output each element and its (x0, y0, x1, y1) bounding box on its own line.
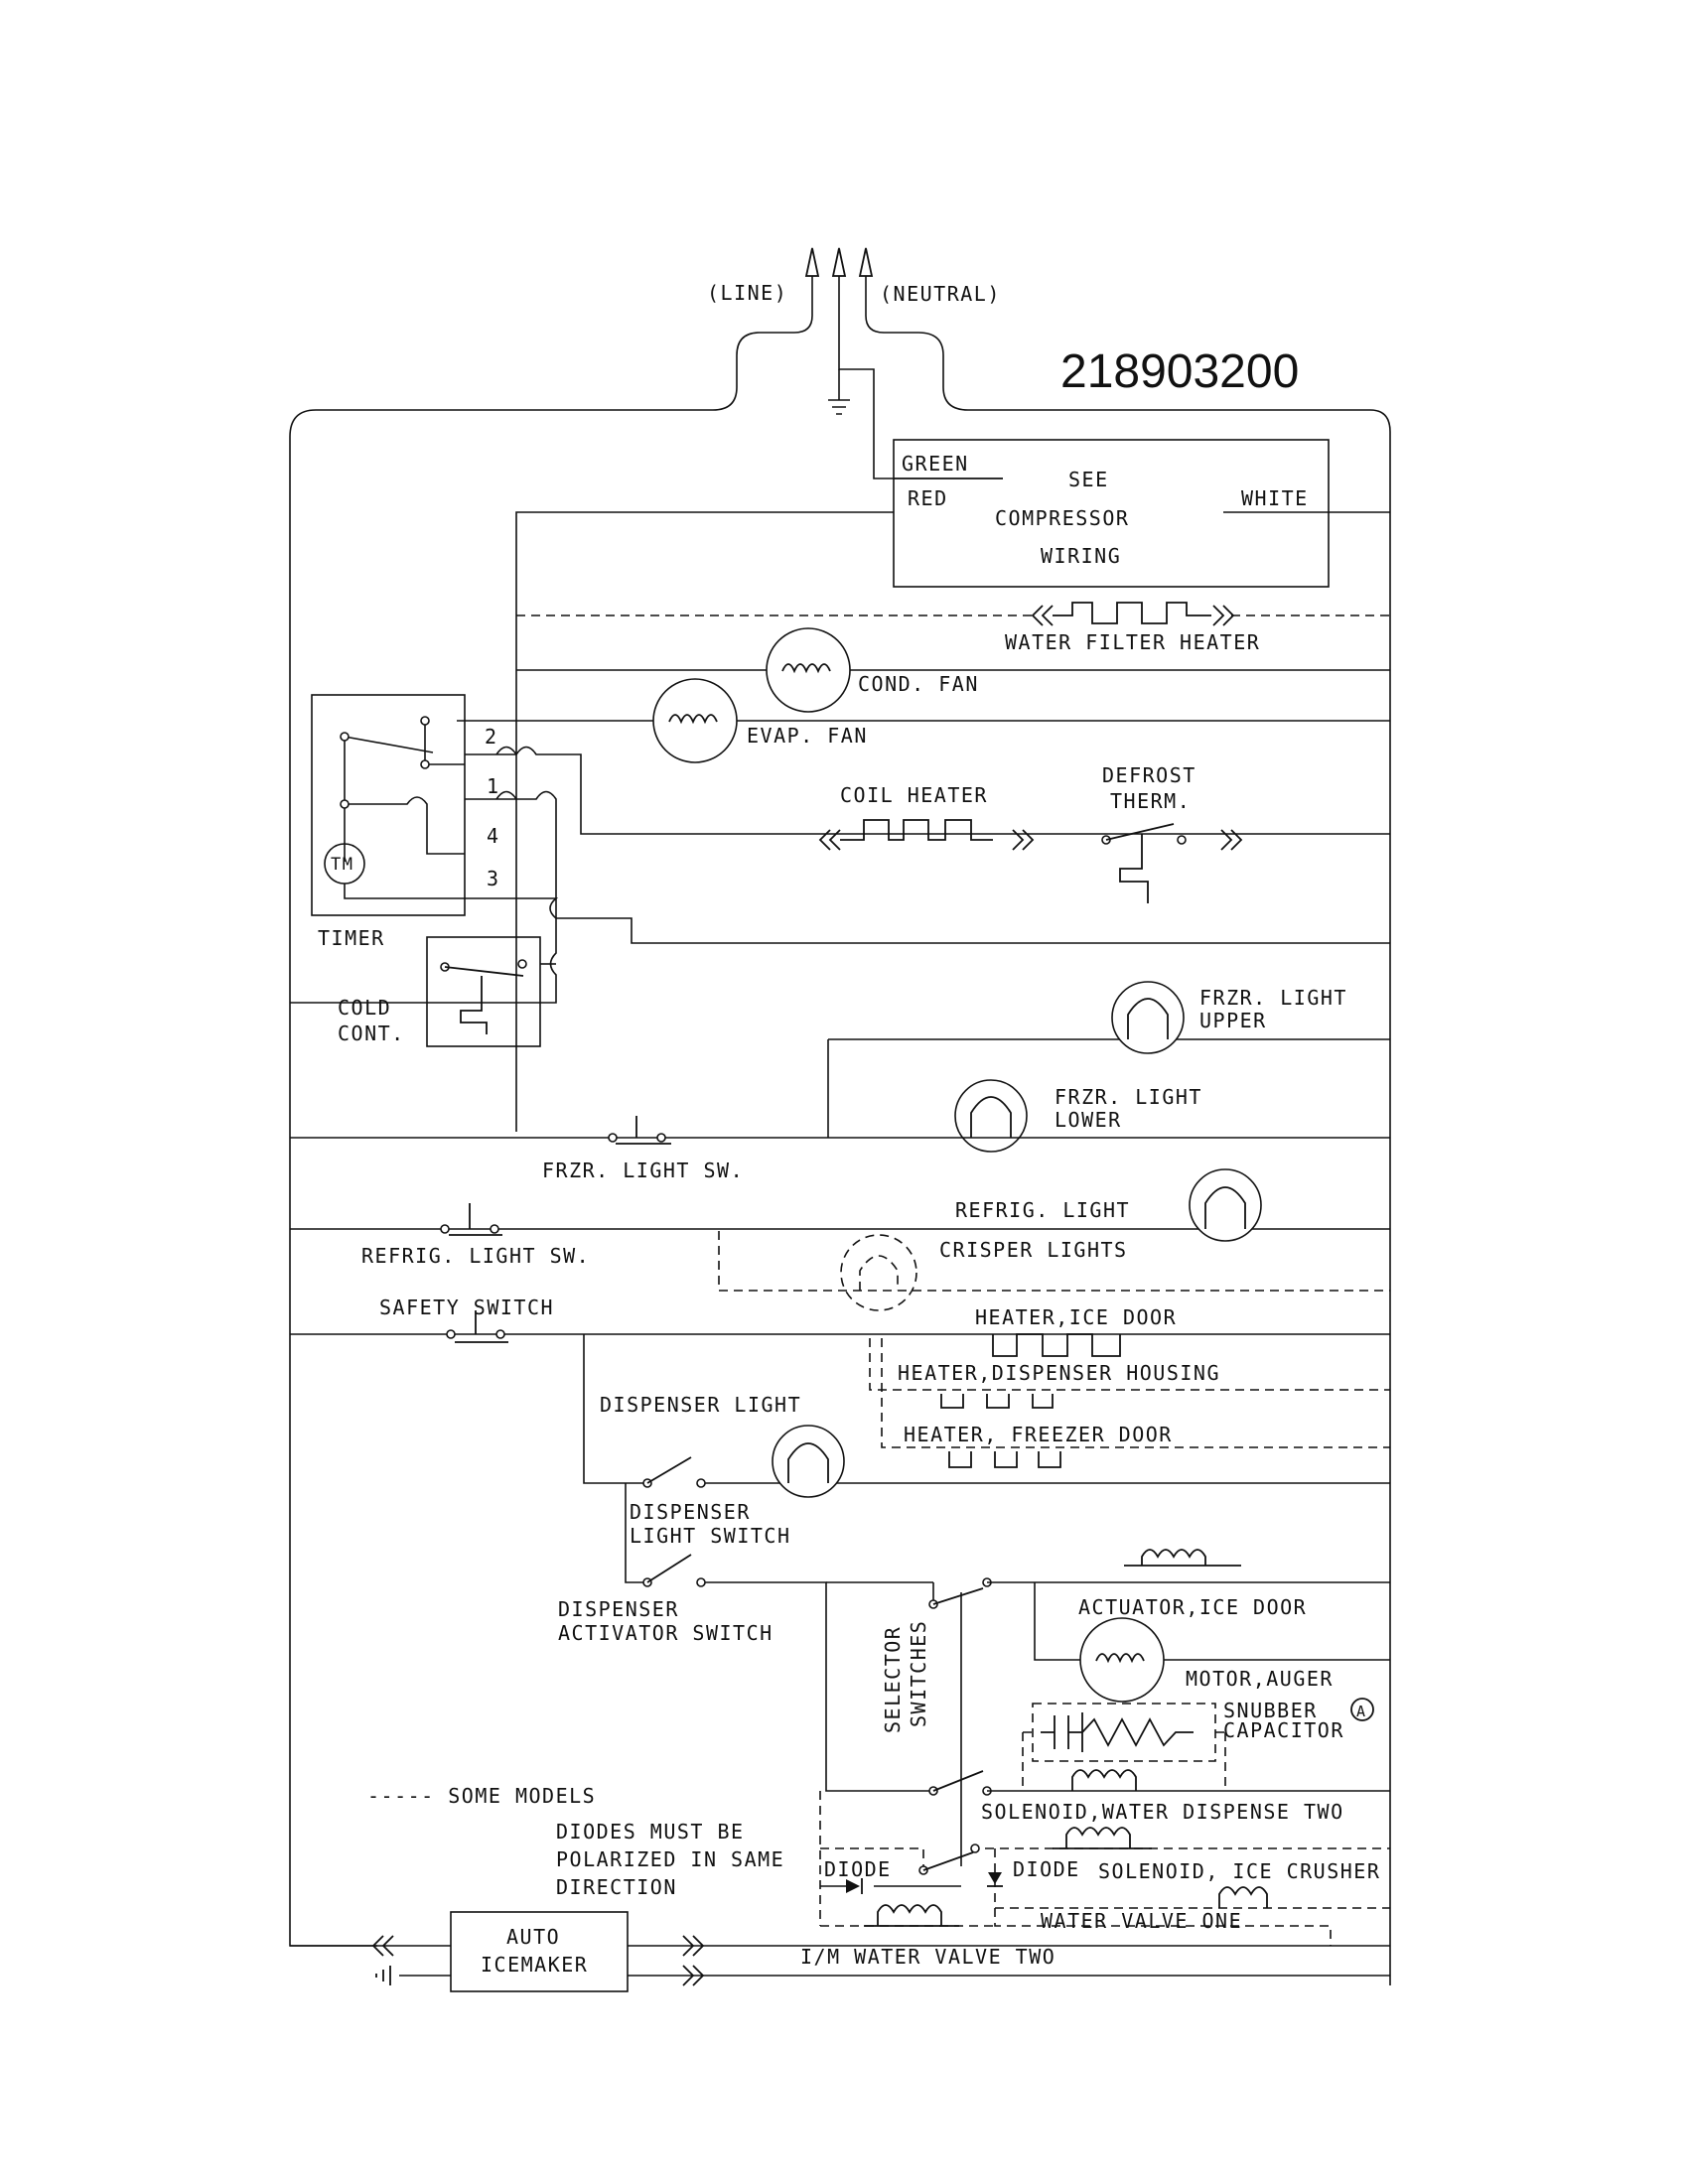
crisper-lights-label: CRISPER LIGHTS (939, 1238, 1128, 1262)
evap-fan-label: EVAP. FAN (747, 724, 868, 748)
snubber-label-1: SNUBBER (1223, 1699, 1318, 1722)
dispenser-activator-label-2: ACTIVATOR SWITCH (558, 1621, 774, 1645)
frzr-light-switch (290, 1116, 1390, 1145)
im-water-valve-two-label: I/M WATER VALVE TWO (800, 1945, 1055, 1969)
frzr-light-lower-label-1: FRZR. LIGHT (1055, 1085, 1202, 1109)
actuator-ice-door-label: ACTUATOR,ICE DOOR (1078, 1595, 1307, 1619)
timer-motor-label: TM (331, 855, 353, 875)
frzr-light-sw-label: FRZR. LIGHT SW. (542, 1159, 744, 1182)
solenoid-two-label: SOLENOID,WATER DISPENSE TWO (981, 1800, 1344, 1824)
diodes-note-1: DIODES MUST BE (556, 1820, 745, 1843)
some-models-note: ----- SOME MODELS (367, 1784, 596, 1808)
heater-dispenser-housing (869, 1338, 1390, 1409)
cond-fan (516, 627, 1390, 713)
dispenser-light (583, 1334, 1390, 1498)
safety-switch (290, 1310, 1390, 1343)
defrost-therm (1101, 823, 1243, 903)
timer-label: TIMER (318, 926, 385, 950)
diodes-note-2: POLARIZED IN SAME (556, 1847, 784, 1871)
snubber-mark: A (1356, 1703, 1365, 1720)
safety-switch-label: SAFETY SWITCH (379, 1296, 554, 1319)
coil-heater-label: COIL HEATER (840, 783, 988, 807)
defrost-therm-label-2: THERM. (1110, 789, 1191, 813)
heater-ice-door-label: HEATER,ICE DOOR (975, 1305, 1177, 1329)
refrig-light (290, 1168, 1390, 1242)
actuator-ice-door (1124, 1549, 1241, 1567)
compressor-red-label: RED (908, 486, 948, 510)
dispenser-activator-label-1: DISPENSER (558, 1597, 679, 1621)
water-filter-heater (516, 602, 1390, 626)
diode-right-label: DIODE (1013, 1857, 1080, 1881)
cold-cont-label-1: COLD (338, 996, 391, 1020)
defrost-therm-label-1: DEFROST (1102, 763, 1196, 787)
compressor-compressor-label: COMPRESSOR (995, 506, 1129, 530)
crisper-lights (718, 1231, 1390, 1311)
compressor-white-label: WHITE (1241, 486, 1309, 510)
selector-switches-label-2: SWITCHES (907, 1620, 930, 1727)
timer-terminal-3: 3 (487, 867, 500, 890)
timer (290, 694, 1390, 1004)
auto-icemaker-label-1: AUTO (506, 1925, 560, 1949)
auto-icemaker-label-2: ICEMAKER (481, 1953, 588, 1977)
compressor-see-label: SEE (1068, 468, 1109, 491)
refrig-light-label: REFRIG. LIGHT (955, 1198, 1130, 1222)
part-number: 218903200 (1060, 345, 1299, 398)
compressor-green-label: GREEN (902, 452, 969, 476)
motor-auger-label: MOTOR,AUGER (1186, 1667, 1334, 1691)
frzr-light-lower-label-2: LOWER (1055, 1108, 1122, 1132)
dispenser-light-switch-label-2: LIGHT SWITCH (630, 1524, 791, 1548)
heater-dispenser-housing-label: HEATER,DISPENSER HOUSING (898, 1361, 1220, 1385)
dispenser-activator-switch (625, 1483, 933, 1792)
diode-left-label: DIODE (824, 1857, 892, 1881)
diode-section (819, 1791, 1390, 1946)
motor-auger (1034, 1582, 1390, 1703)
selector-switches-label-1: SELECTOR (881, 1626, 905, 1733)
coil-heater (818, 819, 1035, 851)
cond-fan-label: COND. FAN (858, 672, 979, 696)
frzr-light-upper (828, 981, 1390, 1054)
dispenser-light-label: DISPENSER LIGHT (600, 1393, 801, 1417)
water-filter-heater-label: WATER FILTER HEATER (1005, 630, 1260, 654)
cold-cont-label-2: CONT. (338, 1022, 405, 1045)
compressor-wiring-label: WIRING (1041, 544, 1121, 568)
solenoid-ice-crusher-label: SOLENOID, ICE CRUSHER (1098, 1859, 1380, 1883)
auto-icemaker (290, 1911, 1390, 1992)
heater-freezer-door-label: HEATER, FREEZER DOOR (904, 1423, 1173, 1446)
frzr-light-upper-label-1: FRZR. LIGHT (1199, 986, 1347, 1010)
heater-ice-door (992, 1333, 1121, 1357)
heater-freezer-door (881, 1338, 1390, 1468)
timer-terminal-2: 2 (485, 725, 498, 749)
line-label: (LINE) (707, 281, 787, 305)
solenoid-water-dispense-two (985, 1827, 1390, 1849)
selector-switches (826, 1577, 1390, 1856)
diodes-note-3: DIRECTION (556, 1875, 677, 1899)
frzr-light-lower (827, 1039, 1028, 1153)
timer-terminal-1: 1 (487, 774, 500, 798)
snubber-label-2: CAPACITOR (1223, 1718, 1344, 1742)
neutral-label: (NEUTRAL) (880, 282, 1001, 306)
timer-terminal-4: 4 (487, 824, 500, 848)
frzr-light-upper-label-2: UPPER (1199, 1009, 1267, 1032)
refrig-light-sw-label: REFRIG. LIGHT SW. (361, 1244, 590, 1268)
compressor-box (515, 439, 1390, 1132)
evap-fan (457, 678, 1390, 763)
snubber-capacitor (1022, 1698, 1374, 1791)
dispenser-light-switch-label-1: DISPENSER (630, 1500, 751, 1524)
water-valve-one-label: WATER VALVE ONE (1041, 1909, 1242, 1933)
cold-control (426, 936, 556, 1047)
